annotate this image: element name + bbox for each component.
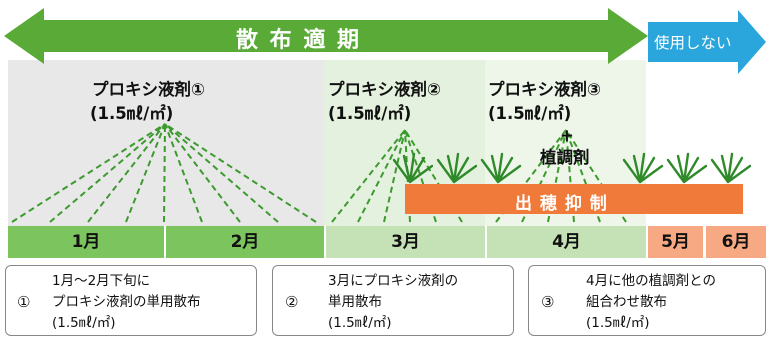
caption-box-2: [272, 265, 514, 336]
month-label-may: 5月: [661, 232, 690, 252]
caption-1-number: ①: [17, 293, 31, 311]
caption-2-number: ②: [285, 293, 299, 311]
month-apr: [487, 226, 646, 258]
month-feb: [166, 226, 324, 258]
month-label-jun: 6月: [721, 232, 751, 252]
suppression-bar: [405, 184, 743, 214]
rice-plants: [392, 152, 752, 184]
spray-line-zone-3-2: [521, 129, 567, 223]
spray-line-zone-3-6: [565, 129, 627, 223]
zone-1-dose-label: (1.5㎖/㎡): [90, 104, 174, 123]
caption-2-line-1: 3月にプロキシ液剤の: [328, 273, 459, 289]
caption-box-3: [528, 265, 766, 336]
caption-box-1: [5, 265, 257, 336]
caption-3-line-2: 組合わせ散布: [586, 294, 667, 310]
application-period-label: 散 布 適 期: [236, 28, 361, 53]
month-may: [648, 226, 703, 258]
spray-line-zone-1-4: [125, 123, 166, 223]
month-label-apr: 4月: [552, 232, 581, 252]
month-mar: [326, 226, 485, 258]
spray-line-zone-2-5: [404, 129, 437, 223]
spray-line-zone-3-5: [565, 129, 601, 223]
zone-2-product-label: プロキシ液剤②: [328, 80, 441, 99]
application-period-arrow: [4, 8, 648, 64]
suppression-label: 出 穂 抑 制: [515, 194, 608, 214]
zone-3-plus-sign: +: [560, 126, 574, 145]
rice-plant-2: [436, 152, 478, 184]
zone-3-dose-label: (1.5㎖/㎡): [488, 104, 572, 123]
spray-line-zone-2-6: [404, 129, 463, 223]
zone-2-dose-label: (1.5㎖/㎡): [328, 104, 412, 123]
caption-3-line-3: (1.5㎖/㎡): [586, 315, 650, 331]
rice-plant-6: [710, 152, 752, 184]
caption-1-line-2: プロキシ液剤の単用散布: [52, 294, 201, 310]
month-label-feb: 2月: [230, 232, 260, 252]
spray-line-zone-2-3: [383, 129, 406, 223]
zone-1-product-label: プロキシ液剤①: [92, 80, 205, 99]
zone-3-growth-regulator-label: 植調剤: [540, 148, 590, 167]
caption-3-line-1: 4月に他の植調剤との: [586, 273, 716, 289]
spray-line-zone-1-7: [164, 123, 241, 223]
month-label-mar: 3月: [391, 232, 420, 252]
spray-line-zone-1-6: [164, 123, 203, 223]
spray-line-zone-1-5: [163, 123, 166, 223]
caption-2-line-2: 単用散布: [328, 294, 382, 310]
caption-1-line-3: (1.5㎖/㎡): [52, 315, 116, 331]
spray-line-zone-1-9: [164, 123, 317, 223]
zone-1-background: [8, 60, 324, 226]
rice-plant-3: [480, 152, 522, 184]
month-jun: [706, 226, 766, 258]
rice-plant-1: [392, 152, 434, 184]
spray-line-zone-1-8: [164, 123, 279, 223]
rice-plant-4: [622, 152, 664, 184]
caption-3-number: ③: [541, 293, 555, 311]
spray-line-zone-2-2: [357, 129, 406, 223]
not-used-arrow: [648, 10, 766, 74]
spray-line-zone-1-2: [49, 123, 166, 223]
month-label-jan: 1月: [71, 232, 101, 252]
spray-line-zone-1-3: [87, 123, 166, 223]
spray-line-zone-1-1: [11, 123, 166, 223]
rice-plant-5: [666, 152, 708, 184]
zone-3-product-label: プロキシ液剤③: [488, 80, 601, 99]
month-jan: [8, 226, 164, 258]
not-used-label: 使用しない: [654, 34, 732, 52]
caption-1-line-1: 1月〜2月下旬に: [52, 273, 151, 289]
caption-2-line-3: (1.5㎖/㎡): [328, 315, 392, 331]
